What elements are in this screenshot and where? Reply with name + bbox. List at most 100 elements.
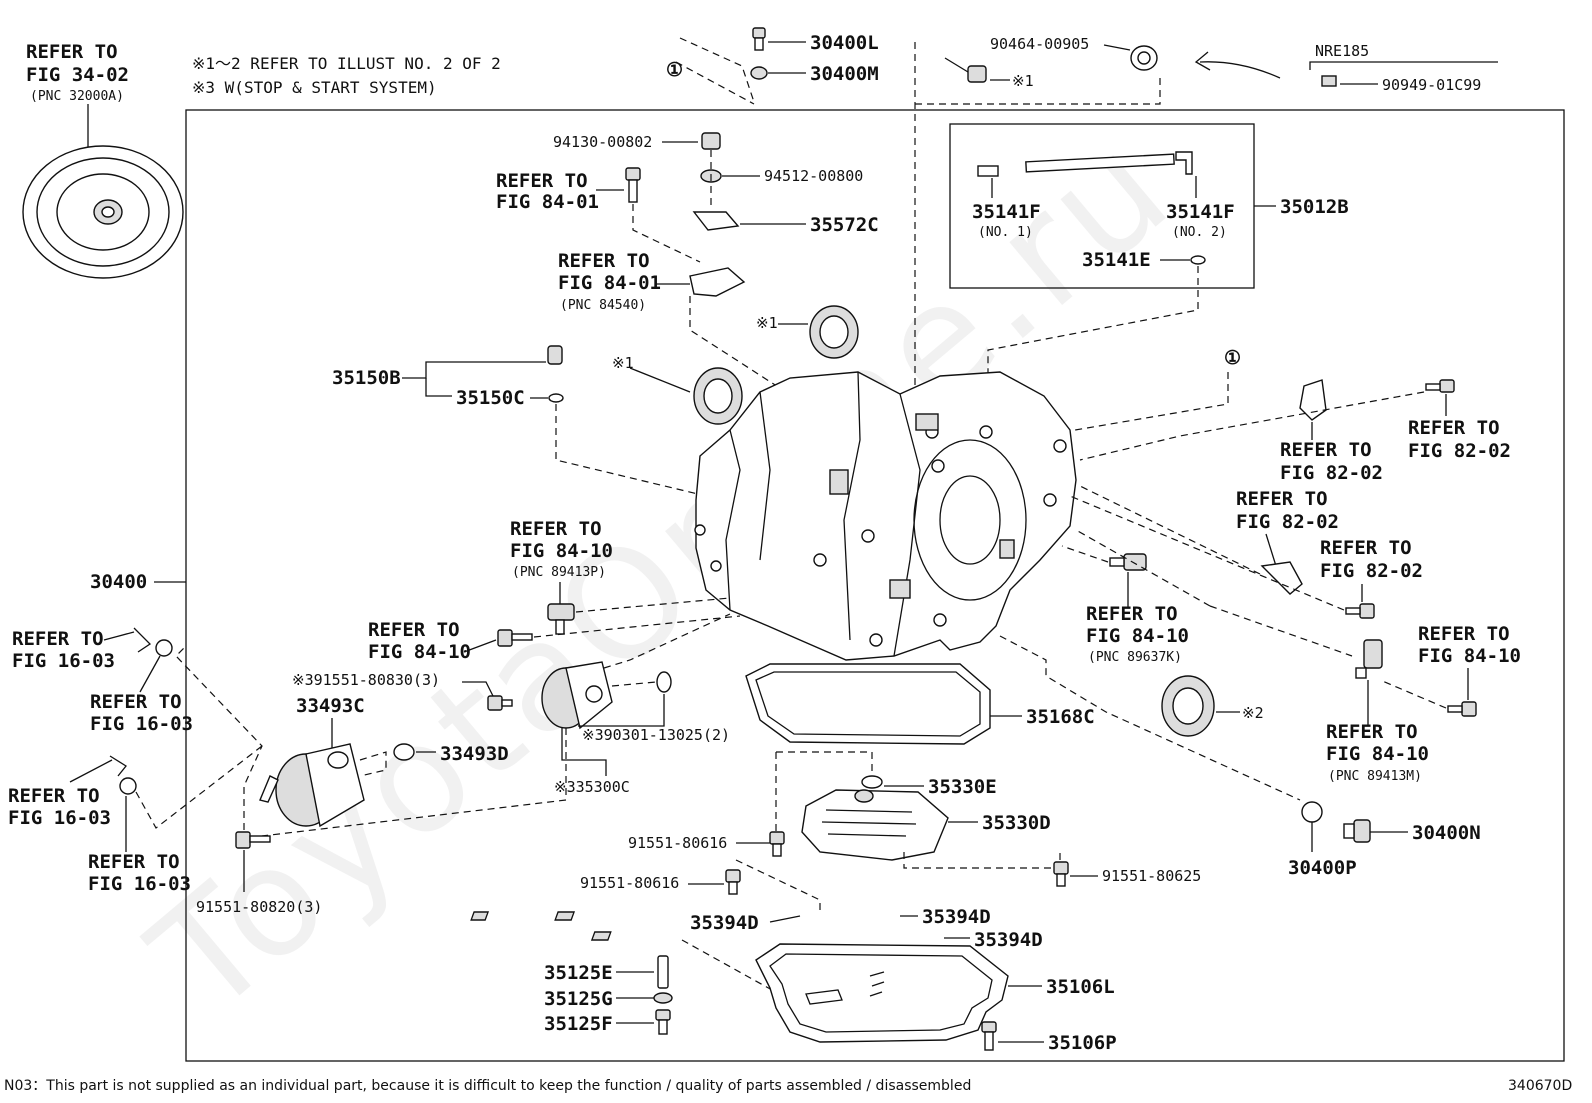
part-35572C[interactable]: 35572C [810,214,879,236]
part-94512-00800[interactable]: 94512-00800 [764,167,863,185]
part-35106L[interactable]: 35106L [1046,976,1115,998]
part-91551-80625[interactable]: 91551-80625 [1102,867,1201,885]
ref-fig-84-01-a[interactable]: REFER TO FIG 84-01 [496,170,599,213]
part-35141F-no2[interactable]: 35141F [1166,201,1235,223]
part-35150B[interactable]: 35150B [332,367,401,389]
ref-fig-84-10-d[interactable]: REFER TO FIG 84-10 [1418,623,1521,667]
svg-text:REFER TO: REFER TO [1326,721,1418,743]
part-33493C[interactable]: 33493C [296,695,365,717]
svg-text:REFER TO: REFER TO [12,628,104,650]
part-35125G[interactable]: 35125G [544,988,613,1010]
svg-text:FIG 82-02: FIG 82-02 [1280,462,1383,484]
part-33493D[interactable]: 33493D [440,743,509,765]
part-30400L[interactable]: 30400L [810,32,879,54]
svg-text:FIG 16-03: FIG 16-03 [8,807,111,829]
part-35330E[interactable]: 35330E [928,776,997,798]
svg-text:REFER TO: REFER TO [8,785,100,807]
part-30400P[interactable]: 30400P [1288,857,1357,879]
svg-text:FIG 84-10: FIG 84-10 [1418,645,1521,667]
svg-text:FIG 84-10: FIG 84-10 [1086,625,1189,647]
torque-converter-ref[interactable]: REFER TO FIG 34-02 (PNC 32000A) [26,41,129,104]
circle-1-top: ① [666,59,683,81]
ref-fig-82-02-d[interactable]: REFER TO FIG 82-02 [1320,537,1423,582]
svg-text:REFER TO: REFER TO [558,250,650,272]
sensor-89413P-icon [547,603,575,635]
bracket-35572C-icon [692,211,740,231]
svg-text:FIG 16-03: FIG 16-03 [88,873,191,895]
bracket-82-02-c-icon [1260,561,1303,595]
bolt-84-10-b-icon [497,629,533,647]
footer-note: N03：This part is not supplied as an indi… [4,1078,971,1094]
part-91551-80616-a[interactable]: 91551-80616 [628,834,727,852]
nut-94130-icon [701,132,721,150]
magnet-35394D-b-icon [554,911,576,921]
ref-fig-84-10-b[interactable]: REFER TO FIG 84-10 [368,619,471,663]
part-35168C[interactable]: 35168C [1026,706,1095,728]
part-35125E[interactable]: 35125E [544,962,613,984]
part-30400[interactable]: 30400 [90,571,147,593]
mark-1-seal-a: ※1 [756,314,778,332]
circle-1-right: ① [1224,347,1241,369]
svg-text:REFER TO: REFER TO [496,170,588,192]
oil-seal-b-icon [693,367,743,425]
diagram-frame [185,109,1565,1062]
svg-text:FIG 84-10: FIG 84-10 [510,540,613,562]
bolt-91551-80616-a-icon [769,831,785,857]
svg-text:FIG 84-01: FIG 84-01 [496,191,599,213]
hose-clip-a-icon [155,639,173,657]
svg-text:REFER TO: REFER TO [1408,417,1500,439]
svg-text:FIG 82-02: FIG 82-02 [1320,560,1423,582]
part-35141F-no1[interactable]: 35141F [972,201,1041,223]
oil-pan-35106L-icon [755,943,1009,1043]
part-35141E[interactable]: 35141E [1082,249,1151,271]
part-35125F[interactable]: 35125F [544,1013,613,1035]
bolt-82-02-a-icon [1425,379,1455,393]
svg-text:FIG 82-02: FIG 82-02 [1408,440,1511,462]
part-91551-80820[interactable]: 91551-80820(3) [196,898,322,916]
ref-fig-16-03-d[interactable]: REFER TO FIG 16-03 [88,851,191,895]
svg-text:REFER TO: REFER TO [88,851,180,873]
part-30400M[interactable]: 30400M [810,63,879,85]
bolt-84-10-d-icon [1447,701,1477,717]
ref-fig-84-10-c[interactable]: REFER TO FIG 84-10 (PNC 89637K) [1086,603,1189,665]
svg-text:FIG 82-02: FIG 82-02 [1236,511,1339,533]
ref-fig-16-03-c[interactable]: REFER TO FIG 16-03 [8,785,111,829]
part-90949-01C99[interactable]: 90949-01C99 [1382,76,1481,94]
part-35150C[interactable]: 35150C [456,387,525,409]
note-stop-start: ※3 W(STOP & START SYSTEM) [192,78,437,97]
part-35330D[interactable]: 35330D [982,812,1051,834]
part-90464-00905[interactable]: 90464-00905 [990,35,1089,53]
svg-text:FIG 16-03: FIG 16-03 [90,713,193,735]
part-35394D-a[interactable]: 35394D [690,912,759,934]
bolt-30400L-icon [752,27,766,51]
part-94130-00802[interactable]: 94130-00802 [553,133,652,151]
svg-text:REFER TO: REFER TO [1236,488,1328,510]
strainer-35330D-icon [801,789,949,861]
ref-fig-84-10-e[interactable]: REFER TO FIG 84-10 (PNC 89413M) [1326,721,1429,784]
part-35300C[interactable]: ※335300C [554,778,630,796]
bolt-91551-80820-icon [235,831,271,849]
part-91551-80616-b[interactable]: 91551-80616 [580,874,679,892]
pump-35300C-icon [541,661,613,730]
ref-fig-82-02-a[interactable]: REFER TO FIG 82-02 [1408,417,1511,462]
ref-fig-16-03-a[interactable]: REFER TO FIG 16-03 [12,628,115,672]
svg-text:REFER TO: REFER TO [1320,537,1412,559]
ref-fig-82-02-b[interactable]: REFER TO FIG 82-02 [1280,439,1383,484]
part-90301-13025[interactable]: ※390301-13025(2) [582,726,730,744]
svg-text:FIG 84-01: FIG 84-01 [558,272,661,294]
part-35394D-b[interactable]: 35394D [922,906,991,928]
oil-seal-2-icon [1161,675,1215,737]
part-35394D-c[interactable]: 35394D [974,929,1043,951]
bracket-82-02-icon [1299,379,1327,421]
ref-fig-82-02-c[interactable]: REFER TO FIG 82-02 [1236,488,1339,533]
ref-fig-84-01-b[interactable]: REFER TO FIG 84-01 (PNC 84540) [558,250,661,313]
sensor-89637K-icon [1109,553,1147,571]
part-30400N[interactable]: 30400N [1412,822,1481,844]
part-91551-80830[interactable]: ※391551-80830(3) [292,671,440,689]
part-35141F-no2-sub: (NO. 2) [1172,225,1227,240]
ref-fig-84-10-a[interactable]: REFER TO FIG 84-10 (PNC 89413P) [510,518,613,580]
part-35106P[interactable]: 35106P [1048,1032,1117,1054]
ref-fig-16-03-b[interactable]: REFER TO FIG 16-03 [90,691,193,735]
part-35012B[interactable]: 35012B [1280,196,1349,218]
